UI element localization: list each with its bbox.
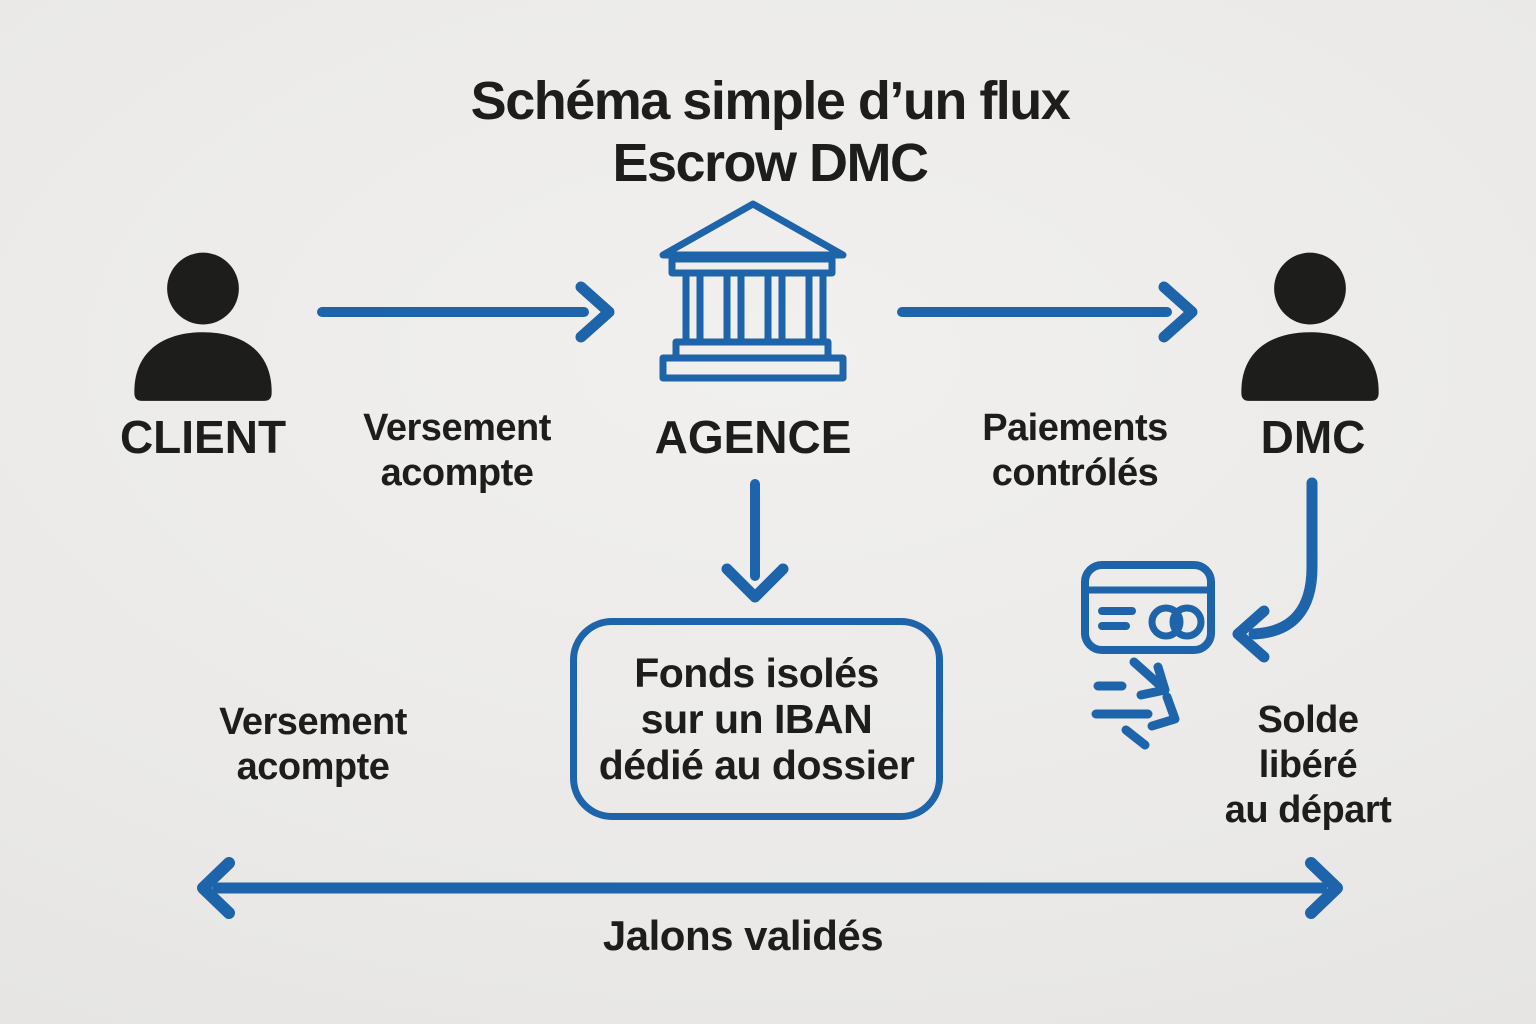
dmc-person-icon: [1232, 248, 1388, 404]
agence-to-dmc-arrow-label: Paiements contrólés: [982, 407, 1168, 494]
diagram-title: Schéma simple d’un flux Escrow DMC: [470, 71, 1071, 193]
escrow-funds-box-label: Fonds isolés sur un IBAN dédié au dossie…: [598, 650, 915, 788]
dmc-label: DMC: [1260, 411, 1366, 463]
transfer-arrows-icon: [1088, 650, 1198, 750]
agence-to-box-arrow: [721, 479, 789, 603]
solde-note: Solde libéré au départ: [1224, 699, 1392, 831]
jalons-arrow-label: Jalons validés: [602, 912, 884, 959]
client-label: CLIENT: [119, 411, 287, 463]
client-person-icon: [125, 248, 281, 404]
jalons-double-arrow: [197, 857, 1343, 919]
agence-bank-icon: [655, 198, 851, 384]
agence-label: AGENCE: [654, 411, 852, 463]
agence-to-dmc-arrow: [897, 281, 1198, 343]
client-to-agence-arrow: [317, 281, 615, 343]
dmc-to-card-arrow: [1232, 477, 1318, 663]
credit-card-icon: [1081, 561, 1215, 654]
escrow-funds-box: Fonds isolés sur un IBAN dédié au dossie…: [570, 618, 943, 820]
client-to-agence-arrow-label: Versement acompte: [363, 407, 551, 494]
versement-left-note: Versement acompte: [219, 701, 407, 788]
